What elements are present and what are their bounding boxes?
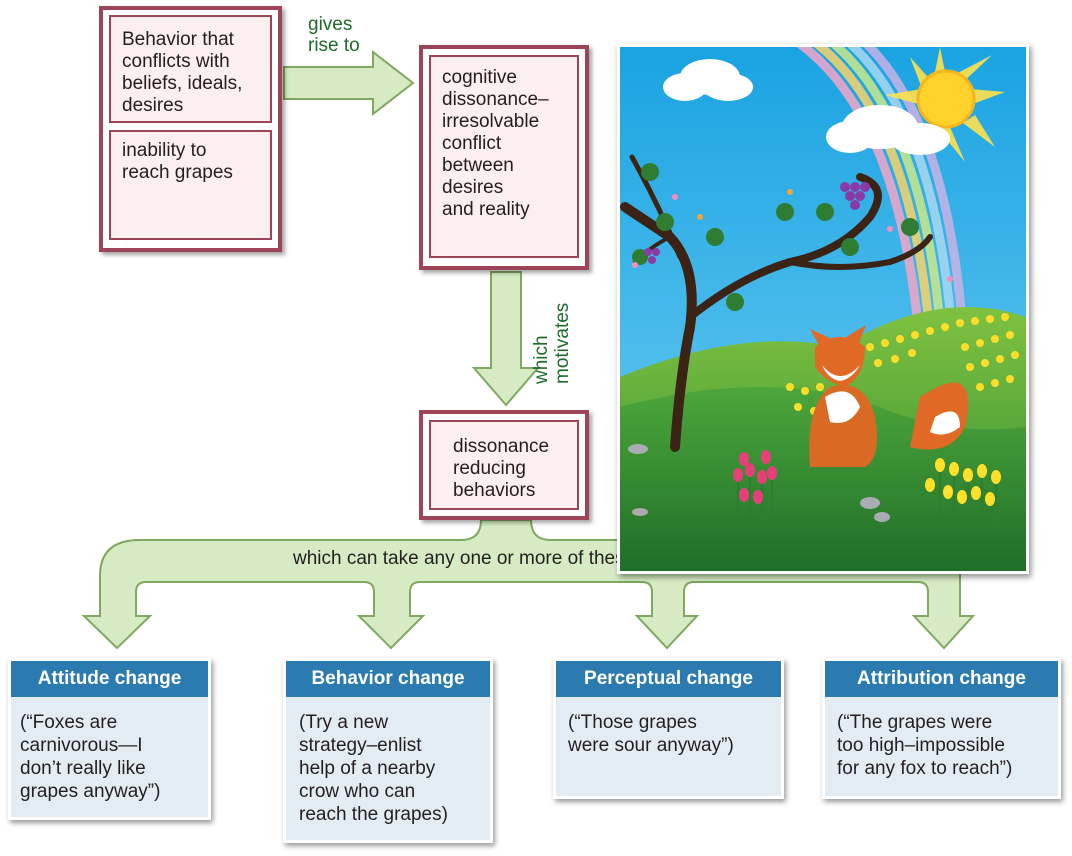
attitude-change-text: (“Foxes are carnivorous—I don’t really l… [20, 712, 161, 802]
perceptual-change-text: (“Those grapes were sour anyway”) [568, 712, 734, 756]
tree-icon [620, 154, 933, 452]
which-motivates-label: which motivates [531, 302, 573, 384]
dissonance-reducing-text: dissonance reducing behaviors [429, 420, 579, 510]
perceptual-change-title: Perceptual change [556, 661, 781, 697]
attribution-change-title: Attribution change [825, 661, 1058, 697]
fox-icon [809, 325, 968, 467]
motivates-arrow [471, 271, 541, 407]
attitude-change-card: Attitude change (“Foxes are carnivorous—… [8, 658, 211, 820]
attribution-change-text: (“The grapes were too high–impossible fo… [837, 712, 1013, 779]
perceptual-change-card: Perceptual change (“Those grapes were so… [553, 658, 784, 799]
gives-rise-label: gives rise to [308, 14, 360, 56]
attribution-change-card: Attribution change (“The grapes were too… [822, 658, 1061, 799]
sun-icon [885, 47, 1005, 162]
gives-rise-arrow [283, 49, 415, 117]
behavior-conflict-text: Behavior that conflicts with beliefs, id… [109, 15, 272, 123]
tulip-icon [733, 450, 1001, 525]
behavior-change-title: Behavior change [286, 661, 490, 697]
attitude-change-title: Attitude change [11, 661, 208, 697]
rocks [628, 444, 890, 522]
grapes-icon [644, 182, 870, 264]
cognitive-dissonance-text: cognitive dissonance– irresolvable confl… [429, 55, 579, 258]
illustration-svg [620, 47, 1026, 571]
behavior-change-text: (Try a new strategy–enlist help of a nea… [299, 712, 448, 825]
cloud-icon [663, 59, 950, 155]
dissonance-reducing-box: dissonance reducing behaviors [419, 410, 589, 520]
behavior-change-card: Behavior change (Try a new strategy–enli… [283, 658, 493, 843]
behavior-conflict-box: Behavior that conflicts with beliefs, id… [99, 6, 282, 252]
grapes-example-text: inability to reach grapes [109, 130, 272, 240]
forms-label: which can take any one or more of these … [293, 548, 688, 569]
cognitive-dissonance-box: cognitive dissonance– irresolvable confl… [419, 45, 589, 270]
tree-leaves [632, 163, 919, 311]
fox-grapes-illustration [617, 44, 1029, 574]
butterfly-icon [632, 189, 953, 282]
